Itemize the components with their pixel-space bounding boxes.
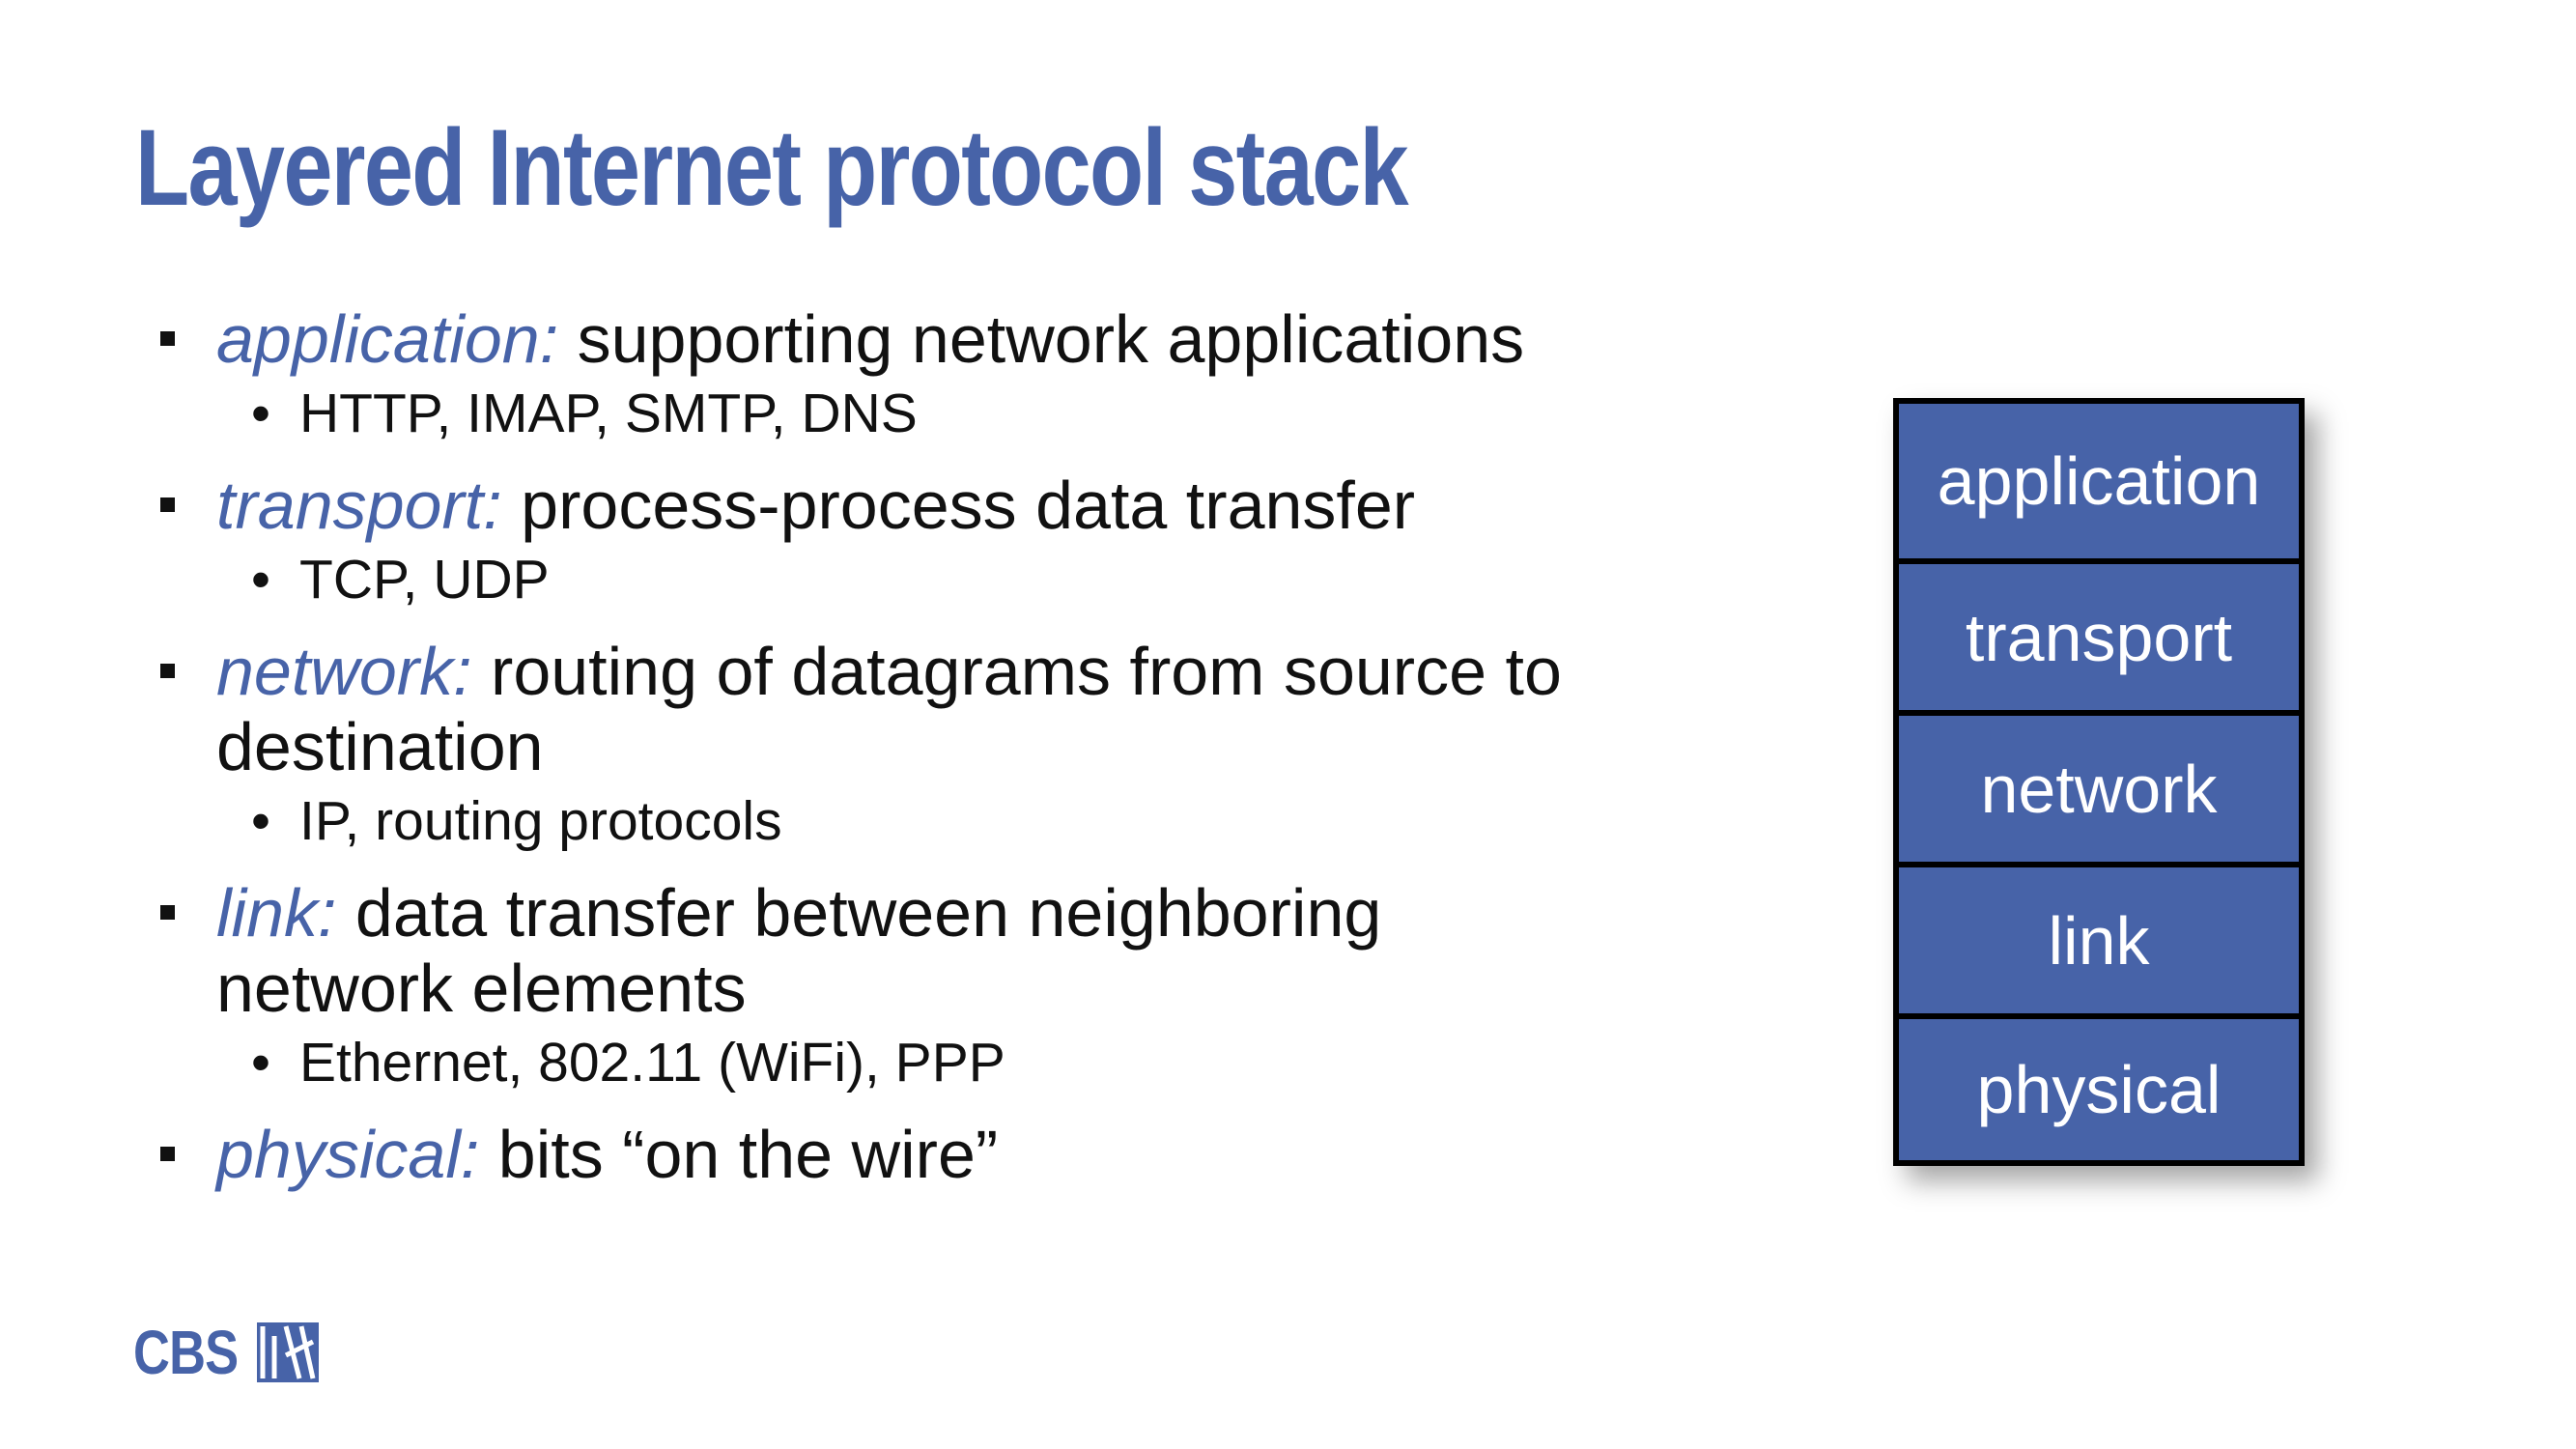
square-bullet-icon xyxy=(160,1147,175,1161)
sub-bullet-text: HTTP, IMAP, SMTP, DNS xyxy=(299,383,918,444)
stack-layer-transport: transport xyxy=(1899,564,2299,716)
dot-bullet-icon: • xyxy=(251,549,270,611)
bullet-application: application: supporting network applicat… xyxy=(156,301,1665,448)
bullet-text: bits “on the wire” xyxy=(479,1117,999,1192)
stack-layer-network: network xyxy=(1899,716,2299,867)
square-bullet-icon xyxy=(160,664,175,678)
logo-text: CBS xyxy=(133,1318,239,1387)
sub-bullet: • HTTP, IMAP, SMTP, DNS xyxy=(156,379,1665,448)
cbs-logo: CBS xyxy=(133,1318,320,1387)
bullet-text: data transfer between neighboring networ… xyxy=(216,875,1382,1026)
sub-bullet: • Ethernet, 802.11 (WiFi), PPP xyxy=(156,1028,1511,1097)
bullet-text: supporting network applications xyxy=(558,301,1525,377)
bullet-link: link: data transfer between neighboring … xyxy=(156,875,1511,1097)
bullet-list: application: supporting network applicat… xyxy=(156,301,1741,1192)
bullet-term: transport: xyxy=(216,468,502,543)
bullet-text: routing of datagrams from source to dest… xyxy=(216,634,1562,784)
bullet-network: network: routing of datagrams from sourc… xyxy=(156,634,1742,856)
stack-layer-link: link xyxy=(1899,867,2299,1019)
stack-layer-application: application xyxy=(1899,404,2299,564)
square-bullet-icon xyxy=(160,905,175,920)
bullet-term: link: xyxy=(216,875,337,951)
sub-bullet: • TCP, UDP xyxy=(156,545,1665,614)
bullet-term: physical: xyxy=(216,1117,480,1192)
square-bullet-icon xyxy=(160,331,175,346)
bullet-physical: physical: bits “on the wire” xyxy=(156,1117,1665,1192)
bullet-term: network: xyxy=(216,634,472,709)
square-bullet-icon xyxy=(160,497,175,512)
protocol-stack-diagram: application transport network link physi… xyxy=(1893,398,2305,1166)
dot-bullet-icon: • xyxy=(251,790,270,852)
dot-bullet-icon: • xyxy=(251,383,270,444)
bullet-term: application: xyxy=(216,301,559,377)
stack-layer-physical: physical xyxy=(1976,1052,2222,1127)
cbs-logo-mark-icon xyxy=(257,1322,320,1382)
dot-bullet-icon: • xyxy=(251,1032,270,1094)
slide-title: Layered Internet protocol stack xyxy=(135,107,1409,228)
sub-bullet-text: Ethernet, 802.11 (WiFi), PPP xyxy=(299,1032,1005,1094)
bullet-transport: transport: process-process data transfer… xyxy=(156,468,1665,614)
bullet-text: process-process data transfer xyxy=(501,468,1416,543)
sub-bullet-text: TCP, UDP xyxy=(299,549,550,611)
sub-bullet: • IP, routing protocols xyxy=(156,786,1742,856)
sub-bullet-text: IP, routing protocols xyxy=(299,790,782,852)
